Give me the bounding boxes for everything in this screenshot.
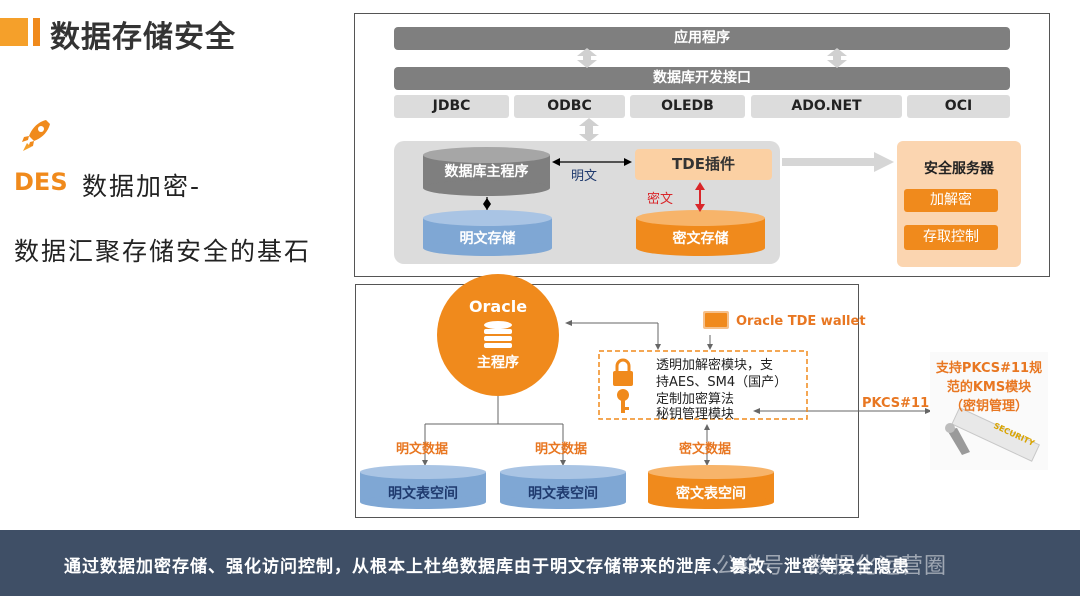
oracle-connectors	[424, 322, 927, 464]
wallet-icon	[703, 311, 729, 329]
oracle-tde-diagram	[355, 284, 859, 518]
title-accent-block	[0, 18, 28, 46]
module-line-4: 秘钥管理模块	[656, 407, 735, 422]
kms-line-2: 范的KMS模块	[946, 380, 1032, 395]
data-label-3: 密文数据	[679, 442, 732, 457]
oracle-label: Oracle	[468, 297, 528, 316]
interface-jdbc: JDBC	[394, 95, 509, 118]
db-api-bar: 数据库开发接口	[394, 67, 1010, 90]
plaintext-label: 明文	[571, 169, 598, 184]
lock-icon	[613, 358, 633, 386]
key-icon	[617, 389, 629, 413]
encrypt-decrypt-box: 加解密	[904, 189, 998, 212]
interface-adonet: ADO.NET	[751, 95, 902, 118]
db-main-cylinder	[423, 147, 550, 196]
data-label-2: 明文数据	[535, 442, 588, 457]
subtitle: 数据汇聚存储安全的基石	[14, 237, 312, 266]
tde-plugin: TDE插件	[635, 149, 772, 180]
kms-line-1: 支持PKCS#11规	[935, 361, 1043, 376]
module-line-3: 定制加密算法	[656, 392, 735, 407]
tablespace-cylinder-1	[360, 465, 486, 509]
rocket-icon	[22, 120, 50, 151]
title-accent-stripe	[33, 18, 40, 46]
arrowheads	[422, 320, 932, 466]
connector-icon	[483, 197, 491, 210]
module-line-2: 持AES、SM4（国产）	[656, 375, 788, 390]
des-text: 数据加密-	[82, 172, 202, 201]
tde-architecture-diagram	[354, 13, 1050, 277]
cipher-storage-label: 密文存储	[672, 231, 729, 247]
kms-line-3: （密钥管理）	[949, 399, 1028, 414]
application-bar: 应用程序	[394, 27, 1010, 50]
tablespace-2: 明文表空间	[528, 486, 598, 502]
interface-oledb: OLEDB	[630, 95, 745, 118]
tablespace-cylinder-2	[500, 465, 626, 509]
to-security-arrow	[782, 152, 894, 172]
oracle-main-program: 主程序	[477, 355, 519, 371]
ciphertext-label: 密文	[647, 192, 674, 207]
oracle-circle	[437, 274, 559, 396]
summary-text: 通过数据加密存储、强化访问控制，从根本上杜绝数据库由于明文存储带来的泄库、篡改、…	[64, 557, 910, 577]
page-title: 数据存储安全	[50, 20, 236, 55]
kms-security-icon	[930, 352, 1048, 470]
database-icon	[484, 321, 512, 348]
watermark: 公众号 · 数据化运营圈	[716, 554, 947, 579]
db-main-label: 数据库主程序	[444, 164, 529, 180]
interface-oci: OCI	[907, 95, 1010, 118]
des-label: DES	[14, 168, 68, 196]
wallet-label: Oracle TDE wallet	[736, 314, 866, 329]
ciphertext-arrow	[695, 182, 705, 212]
access-control-box: 存取控制	[904, 225, 998, 250]
security-server-title: 安全服务器	[924, 161, 994, 177]
tablespace-cylinder-3	[648, 465, 774, 509]
interface-odbc: ODBC	[514, 95, 625, 118]
module-box	[598, 350, 808, 420]
summary-banner	[0, 530, 1080, 596]
data-label-1: 明文数据	[396, 442, 449, 457]
module-line-1: 透明加解密模块，支	[656, 358, 774, 373]
plain-storage-label: 明文存储	[459, 231, 516, 247]
plain-storage-cylinder	[423, 210, 552, 256]
pkcs-label: PKCS#11	[862, 396, 930, 411]
tablespace-3: 密文表空间	[676, 486, 746, 502]
cipher-storage-cylinder	[636, 210, 765, 256]
tablespace-1: 明文表空间	[388, 486, 458, 502]
plaintext-arrow	[552, 158, 632, 166]
double-arrow-icon	[577, 48, 847, 142]
